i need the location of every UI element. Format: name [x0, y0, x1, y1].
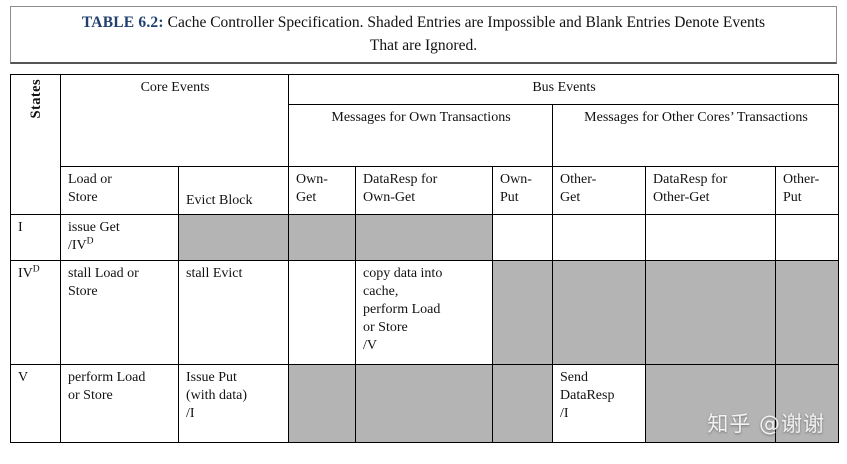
cell-v-own_get	[288, 364, 357, 443]
cell-line: cache,	[363, 283, 399, 299]
cell-line: Issue Put	[186, 370, 237, 385]
cell-line: stall Load or	[68, 266, 139, 281]
col-header-line2: Other-Get	[653, 189, 710, 205]
table-caption: TABLE 6.2: Cache Controller Specificatio…	[74, 12, 774, 57]
cell-line: stall Evict	[186, 266, 243, 281]
col-header-other-get: Other- Get	[552, 166, 647, 215]
state-label-iv: IVD	[10, 260, 61, 365]
cell-superscript: D	[86, 236, 94, 247]
cell-line: /V	[363, 337, 378, 353]
cell-line: issue Get	[68, 220, 120, 235]
state-label-i: I	[10, 214, 61, 261]
cell-i-evict_block	[177, 214, 290, 261]
col-header-line1: DataResp for	[363, 172, 438, 187]
header-row-columns: Load or Store Evict Block Own- Get DataR…	[11, 166, 840, 215]
cell-line: DataResp	[560, 387, 615, 403]
cell-iv-evict_block: stall Evict	[177, 260, 290, 365]
cell-line: or Store	[68, 387, 113, 403]
cell-line: /IVD	[68, 236, 94, 253]
col-header-line1: Own-	[296, 172, 328, 187]
cell-line: perform Load	[363, 301, 441, 317]
cell-line: or Store	[363, 319, 408, 335]
col-header-other-put: Other- Put	[775, 166, 840, 215]
cell-v-evict_block: Issue Put (with data) /I	[177, 364, 290, 443]
col-header-line2: Put	[500, 189, 519, 205]
col-header-line1: Other-	[783, 172, 820, 187]
cell-line: Send	[560, 370, 589, 385]
col-header-line1: DataResp for	[653, 172, 728, 187]
col-header-own-get: Own- Get	[288, 166, 357, 215]
table-caption-box: TABLE 6.2: Cache Controller Specificatio…	[10, 6, 837, 64]
cell-v-other_put	[775, 364, 840, 443]
col-header-line2: Put	[783, 189, 802, 205]
cell-v-dataresp_other_get	[645, 364, 777, 443]
cell-v-own_put	[492, 364, 554, 443]
col-header-line1: Own-	[500, 172, 532, 187]
cell-iv-own_get	[288, 260, 357, 365]
cell-i-other_get	[552, 214, 647, 261]
cell-iv-dataresp_other_get	[645, 260, 777, 365]
col-header-line2: Own-Get	[363, 189, 416, 205]
states-header-cell: States	[10, 74, 61, 215]
group-header-own-transactions: Messages for Own Transactions	[288, 104, 554, 167]
group-header-bus-events: Bus Events	[288, 74, 840, 105]
cell-i-own_put	[492, 214, 554, 261]
cell-i-own_get	[288, 214, 357, 261]
table-caption-label: TABLE 6.2:	[81, 14, 164, 32]
col-header-line1: Other-	[560, 172, 597, 187]
group-header-core-events: Core Events	[59, 74, 290, 167]
table-caption-text: Cache Controller Specification. Shaded E…	[167, 14, 766, 54]
cell-i-other_put	[775, 214, 840, 261]
header-row-groups-sub: Messages for Own Transactions Messages f…	[11, 104, 840, 167]
state-label-v: V	[10, 364, 61, 443]
col-header-dataresp-own-get: DataResp for Own-Get	[355, 166, 494, 215]
cell-line: /I	[560, 405, 569, 421]
col-header-line2: Store	[68, 189, 98, 205]
cell-iv-dataresp_own_get: copy data into cache, perform Load or Store…	[355, 260, 494, 365]
table-row: IVD stall Load or Store stall Evict copy dat…	[10, 260, 840, 365]
col-header-line2: Get	[560, 189, 581, 205]
col-header-load-or-store: Load or Store	[60, 166, 179, 215]
cell-line: (with data)	[186, 387, 248, 403]
cell-line: /I	[186, 405, 195, 421]
cache-controller-table: States Core Events Bus Events Messages f…	[10, 74, 840, 443]
cell-line: Store	[68, 283, 98, 299]
col-header-evict-block: Evict Block	[177, 166, 290, 215]
cell-v-dataresp_own_get	[355, 364, 494, 443]
header-row-groups-top: States Core Events Bus Events	[10, 74, 840, 215]
cell-i-dataresp_own_get	[355, 214, 494, 261]
cell-line: copy data into	[363, 266, 443, 281]
cell-iv-own_put	[492, 260, 554, 365]
cell-iv-load_or_store: stall Load or Store	[60, 260, 179, 365]
group-header-other-transactions: Messages for Other Cores’ Transactions	[552, 104, 840, 167]
cell-line: perform Load	[68, 370, 146, 385]
cell-i-dataresp_other_get	[645, 214, 777, 261]
state-superscript: D	[32, 264, 40, 275]
states-header-label: States	[27, 79, 44, 119]
col-header-own-put: Own- Put	[492, 166, 554, 215]
col-header-line1: Evict Block	[186, 193, 253, 209]
col-header-line2: Get	[296, 189, 317, 205]
col-header-dataresp-other-get: DataResp for Other-Get	[645, 166, 777, 215]
cell-iv-other_get	[552, 260, 647, 365]
cell-v-load_or_store: perform Load or Store	[60, 364, 179, 443]
cell-iv-other_put	[775, 260, 840, 365]
cell-i-load_or_store: issue Get/IVD	[60, 214, 179, 261]
col-header-line1: Load or	[68, 172, 112, 187]
